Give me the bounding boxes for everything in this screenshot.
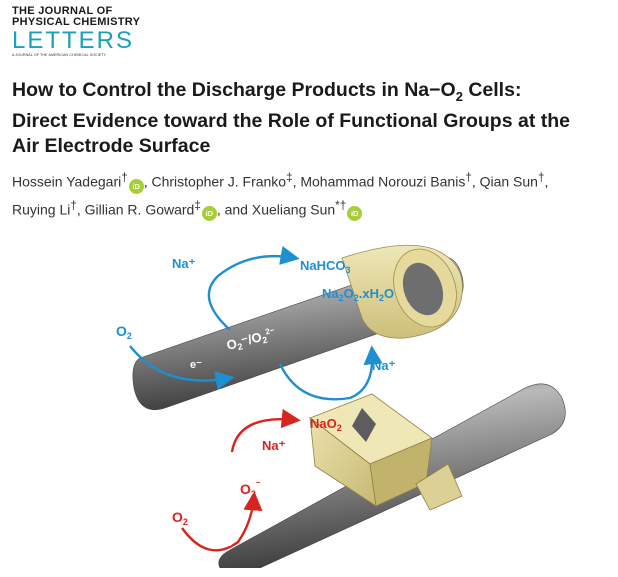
title-line-1: How to Control the Discharge Products in… [12,79,522,104]
author-name[interactable]: Ruying Li [12,201,71,218]
journal-logo-subtitle: A JOURNAL OF THE AMERICAN CHEMICAL SOCIE… [12,53,107,57]
label-na-plus-left: Na⁺ [172,256,196,271]
author-name[interactable]: Qian Sun [479,173,538,190]
journal-logo-line1: THE JOURNAL OF [12,5,113,17]
cooh-arrow [207,246,300,331]
label-ho: HO [323,368,345,388]
label-nao2: NaO2 [310,416,342,433]
label-o2-bottom: O2 [172,509,188,527]
label-nahco3: NaHCO3 [300,258,351,275]
title-line-2: Direct Evidence toward the Role of Funct… [12,109,570,132]
label-o2-couple: O2⁻/O22− [225,325,278,354]
article-title: How to Control the Discharge Products in… [12,78,612,159]
electron-arrow [129,345,235,391]
author-separator: , [143,173,152,190]
author-separator: , [544,173,549,190]
author-name[interactable]: Xueliang Sun [251,201,336,218]
nao2-cubic-crystal [309,393,463,511]
affiliation-mark: † [537,171,545,184]
title-line-3: Air Electrode Surface [12,134,211,157]
author-separator: , [76,201,85,218]
superoxide-arrow [181,491,263,552]
label-electron-top: e⁻ [190,359,202,371]
author-separator: , [471,173,480,190]
journal-logo-letters: LETTERS [12,27,135,54]
author-name[interactable]: Gillian R. Goward [84,201,195,218]
label-o2-top: O2 [116,323,132,341]
journal-logo-line2: PHYSICAL CHEMISTRY [12,16,141,28]
author-line-2: Ruying Li†, Gillian R. Goward‡iD, and Xu… [12,194,612,222]
orcid-icon[interactable]: iD [201,206,217,222]
orcid-icon[interactable]: iD [128,178,144,194]
affiliation-mark: *† [335,198,347,212]
affiliation-mark: † [70,198,77,212]
ho-arrow [278,345,383,401]
toc-graphic: Na⁺ COOH NaHCO3 Na2O2.xH2O O2 e⁻ O2⁻/O22… [116,244,566,568]
author-list: Hossein Yadegari†iD, Christopher J. Fran… [12,166,612,222]
nahco3-deposit [341,244,463,339]
author-name[interactable]: Mohammad Norouzi Banis [300,173,466,190]
journal-logo: THE JOURNAL OF PHYSICAL CHEMISTRY LETTER… [12,6,142,58]
affiliation-mark: † [121,171,128,184]
affiliation-mark: ‡ [286,171,293,184]
affiliation-mark: ‡ [194,198,201,212]
author-separator: , and [216,201,252,218]
orcid-icon[interactable]: iD [347,206,363,222]
author-line-1: Hossein Yadegari†iD, Christopher J. Fran… [12,166,612,194]
label-na-plus-bottom: Na⁺ [262,438,286,453]
label-na2o2-hydrate: Na2O2.xH2O [322,286,394,303]
author-separator: , [292,173,301,190]
label-electron-bottom: e⁻ [226,537,238,549]
affiliation-mark: † [465,171,472,184]
author-name[interactable]: Christopher J. Franko [151,173,287,190]
label-superoxide: O2⁻ [240,479,261,499]
author-name[interactable]: Hossein Yadegari [12,173,122,190]
label-cooh: COOH [215,283,253,312]
na-plus-arrow [230,408,301,453]
label-na-plus-right: Na⁺ [372,358,396,373]
